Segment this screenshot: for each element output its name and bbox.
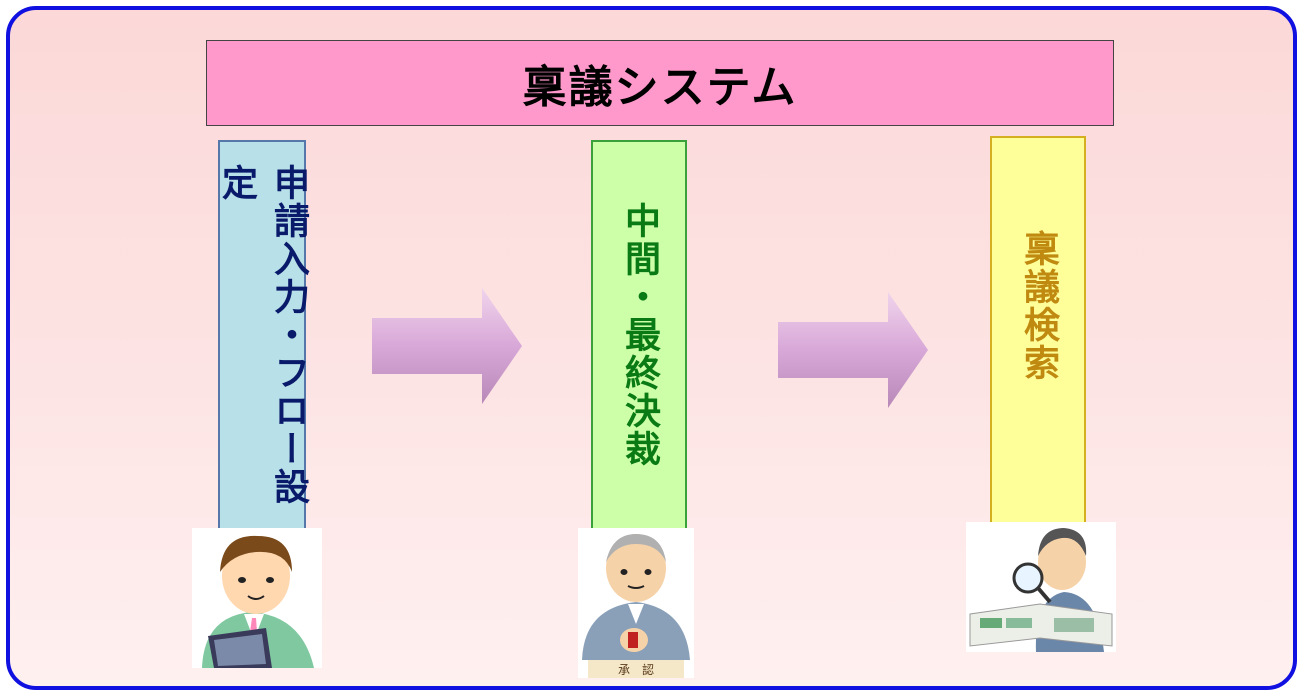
diagram-frame: 稟議システム 申請入力・フロー設定 中間・最終決裁 稟議検索 [6,6,1297,690]
column-application: 申請入力・フロー設定 [216,140,309,532]
column-application-label: 申請入力・フロー設定 [216,164,309,506]
searcher-illustration [966,522,1116,652]
stamp-label: 承 認 [618,662,654,677]
applicant-illustration [192,528,322,668]
right-arrow-icon [778,292,928,408]
column-approval: 中間・最終決裁 [591,140,687,532]
column-approval-label: 中間・最終決裁 [619,202,660,468]
right-arrow-icon [372,288,522,404]
column-search-label: 稟議検索 [1018,230,1059,382]
column-search: 稟議検索 [990,136,1086,525]
title-bar: 稟議システム [206,40,1114,126]
diagram-title: 稟議システム [522,62,798,113]
approver-illustration: 承 認 [578,528,694,678]
